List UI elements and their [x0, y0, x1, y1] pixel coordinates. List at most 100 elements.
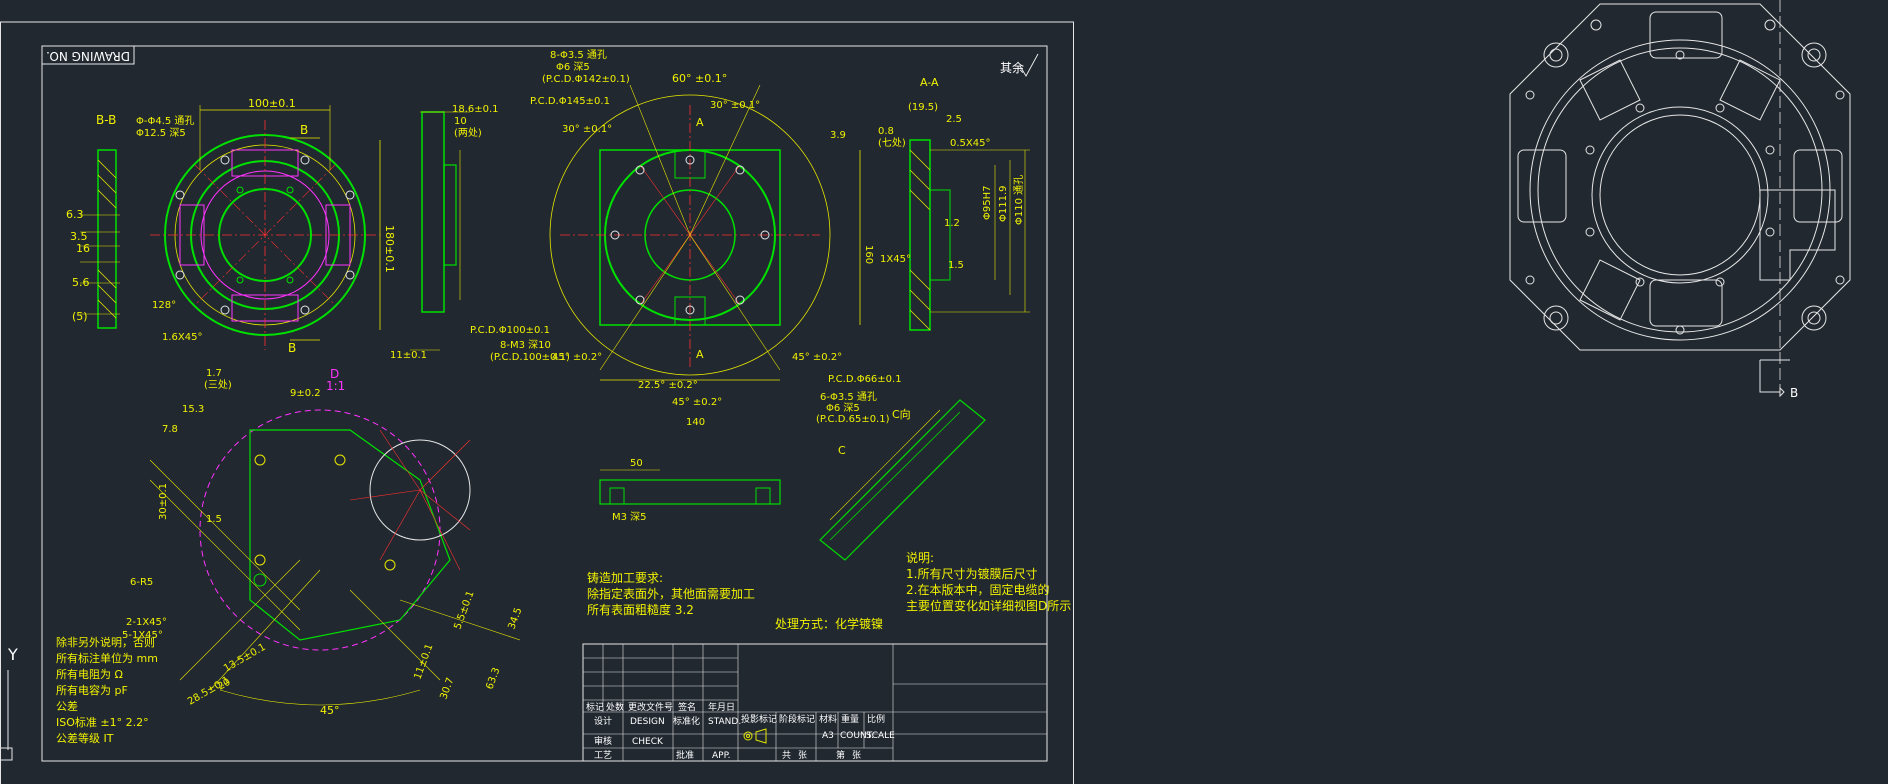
- dim-6-phi2: Φ6 深5: [826, 402, 860, 414]
- casting-note-1: 铸造加工要求:: [587, 570, 663, 585]
- front-view-main: [150, 105, 381, 350]
- view-c-dir-label: C向: [892, 407, 911, 421]
- left-note-2: 所有标注单位为 mm: [56, 651, 158, 665]
- dim-6-pcd: (P.C.D.65±0.1): [816, 414, 890, 425]
- tb-row1-c1: 标记: [586, 701, 604, 713]
- dim-8-pcd: (P.C.D.Φ142±0.1): [542, 74, 630, 85]
- title-block[interactable]: [582, 643, 1048, 762]
- tb-row2-c3: 标准化: [673, 715, 700, 727]
- dim-3-9: 3.9: [830, 130, 846, 141]
- dim-45d: 45°: [320, 704, 340, 717]
- dim-16: 16: [76, 242, 90, 255]
- tb-row3-c1: 审核: [594, 735, 612, 747]
- tb-mid-h1: 投影标记: [741, 713, 777, 725]
- view-a-bottom: A: [696, 348, 704, 361]
- dim-0-8b: (七处): [878, 137, 906, 149]
- notes-casting: 铸造加工要求: 除指定表面外，其他面需要加工 所有表面粗糙度 3.2: [587, 570, 755, 617]
- dim-22-5: 22.5° ±0.2°: [638, 380, 698, 391]
- dim-phi-111: Φ111.9: [998, 186, 1009, 223]
- tb-mid-h4: 重量: [841, 713, 859, 725]
- detail-d-view: [149, 409, 521, 706]
- dim-30: 30±0.1: [158, 483, 169, 520]
- dim-34-5: 34.5: [506, 606, 524, 631]
- explain-note-2: 1.所有尺寸为镀膜后尺寸: [906, 567, 1037, 581]
- dim-7-8: 7.8: [162, 424, 178, 435]
- tb-mid-v2: COUNT.: [840, 731, 874, 741]
- left-note-7: 公差等级 IT: [56, 731, 114, 745]
- left-note-5: 公差: [56, 699, 78, 713]
- notes-explain: 说明: 1.所有尺寸为镀膜后尺寸 2.在本版本中，固定电缆的 主要位置变化如详细…: [906, 550, 1071, 613]
- dim-13-5: 13.5±0.1: [222, 642, 268, 675]
- dim-30deg-b: 30° ±0.1°: [562, 124, 612, 135]
- tb-row2-c2: DESIGN: [630, 717, 665, 727]
- surface-finish-symbol: [1019, 53, 1039, 78]
- dim-45c: 45° ±0.2°: [672, 397, 722, 408]
- dim-m3: M3 深5: [612, 511, 647, 523]
- dim-10: 10: [454, 116, 467, 127]
- c-view: [819, 399, 986, 561]
- tb-row4-c2: 批准: [676, 749, 694, 761]
- tb-row1-c4: 签名: [678, 701, 696, 713]
- dim-11: 11±0.1: [412, 642, 435, 681]
- view-d-label: D: [330, 367, 339, 381]
- dim-1-7: 1.7: [206, 368, 222, 379]
- ucs-icon: [0, 670, 13, 761]
- view-a-top: A: [696, 116, 704, 129]
- section-aa: [909, 139, 1030, 331]
- dim-15-3: 15.3: [182, 404, 204, 415]
- tb-row4-c3: APP.: [712, 751, 730, 761]
- left-note-3: 所有电阻为 Ω: [56, 667, 123, 681]
- dim-1-5: 1.5: [948, 260, 964, 271]
- dim-63-3: 63.3: [484, 666, 502, 691]
- tb-sheet-1: 共: [782, 750, 791, 761]
- tb-mid-h2: 阶段标记: [779, 713, 815, 725]
- explain-note-3: 2.在本版本中，固定电缆的: [906, 582, 1049, 597]
- dim-1-5b: 1.5: [206, 514, 222, 525]
- dim-pcd-100: P.C.D.Φ100±0.1: [470, 325, 550, 336]
- tb-row2-c1: 设计: [594, 715, 612, 727]
- dim-5x45: 5-1X45°: [122, 630, 163, 641]
- dim-phi-110: Φ110 通孔: [1013, 175, 1025, 225]
- dim-5-5: 5.5±0.1: [452, 589, 476, 631]
- dim-45b: 45° ±0.2°: [792, 352, 842, 363]
- drawing-no-label: DRAWING NO.: [46, 49, 130, 63]
- dim-5-6: 5.6: [72, 276, 90, 289]
- dim-6-phi: 6-Φ3.5 通孔: [820, 391, 877, 403]
- dim-pcd-145: P.C.D.Φ145±0.1: [530, 96, 610, 107]
- dim-16-1: 11±0.1: [390, 350, 427, 361]
- sheet-border: [0, 21, 1074, 784]
- dim-3-5: 3.5: [70, 230, 88, 243]
- dim-30-7: 30.7: [438, 676, 456, 701]
- dim-6-r5: 6-R5: [130, 577, 153, 588]
- dim-1-6x45: 1.6X45°: [162, 332, 202, 343]
- dim-2x45: 2-1X45°: [126, 617, 167, 628]
- casting-note-2: 除指定表面外，其他面需要加工: [587, 586, 755, 601]
- dim-60deg: 60° ±0.1°: [672, 72, 727, 85]
- tb-mid-v3: SCALE: [866, 731, 895, 741]
- left-note-6: ISO标准 ±1° 2.2°: [56, 715, 149, 729]
- side-view-narrow: [410, 111, 470, 351]
- dim-10-two: (两处): [454, 127, 482, 139]
- surface-note-label: 其余: [1000, 60, 1024, 75]
- section-bb: [80, 149, 120, 329]
- external-plan-view: [1509, 0, 1851, 398]
- explain-note-4: 主要位置变化如详细视图D所示: [906, 598, 1071, 613]
- view-bb-label: B-B: [96, 113, 116, 127]
- dim-hole-12-5: Φ12.5 深5: [136, 127, 186, 139]
- ucs-y-label: Y: [7, 645, 18, 664]
- dim-140: 140: [686, 417, 705, 428]
- dim-0-5x45: 0.5X45°: [950, 138, 990, 149]
- tb-row2-c4: STAND.: [708, 717, 741, 727]
- left-note-1: 除非另外说明，否则: [56, 635, 155, 649]
- dim-1x45: 1X45°: [880, 254, 911, 265]
- dim-128: 128°: [152, 300, 176, 311]
- casting-note-3: 所有表面粗糙度 3.2: [587, 602, 694, 617]
- tb-sheet-2: 张: [798, 750, 807, 761]
- dim-2-5: 2.5: [946, 114, 962, 125]
- explain-note-1: 说明:: [906, 550, 934, 565]
- dim-19-5: (19.5): [908, 102, 938, 113]
- dim-5b: (5): [72, 310, 88, 323]
- dim-9: 9±0.2: [290, 388, 321, 399]
- tb-row1-c2: 处数: [606, 701, 624, 713]
